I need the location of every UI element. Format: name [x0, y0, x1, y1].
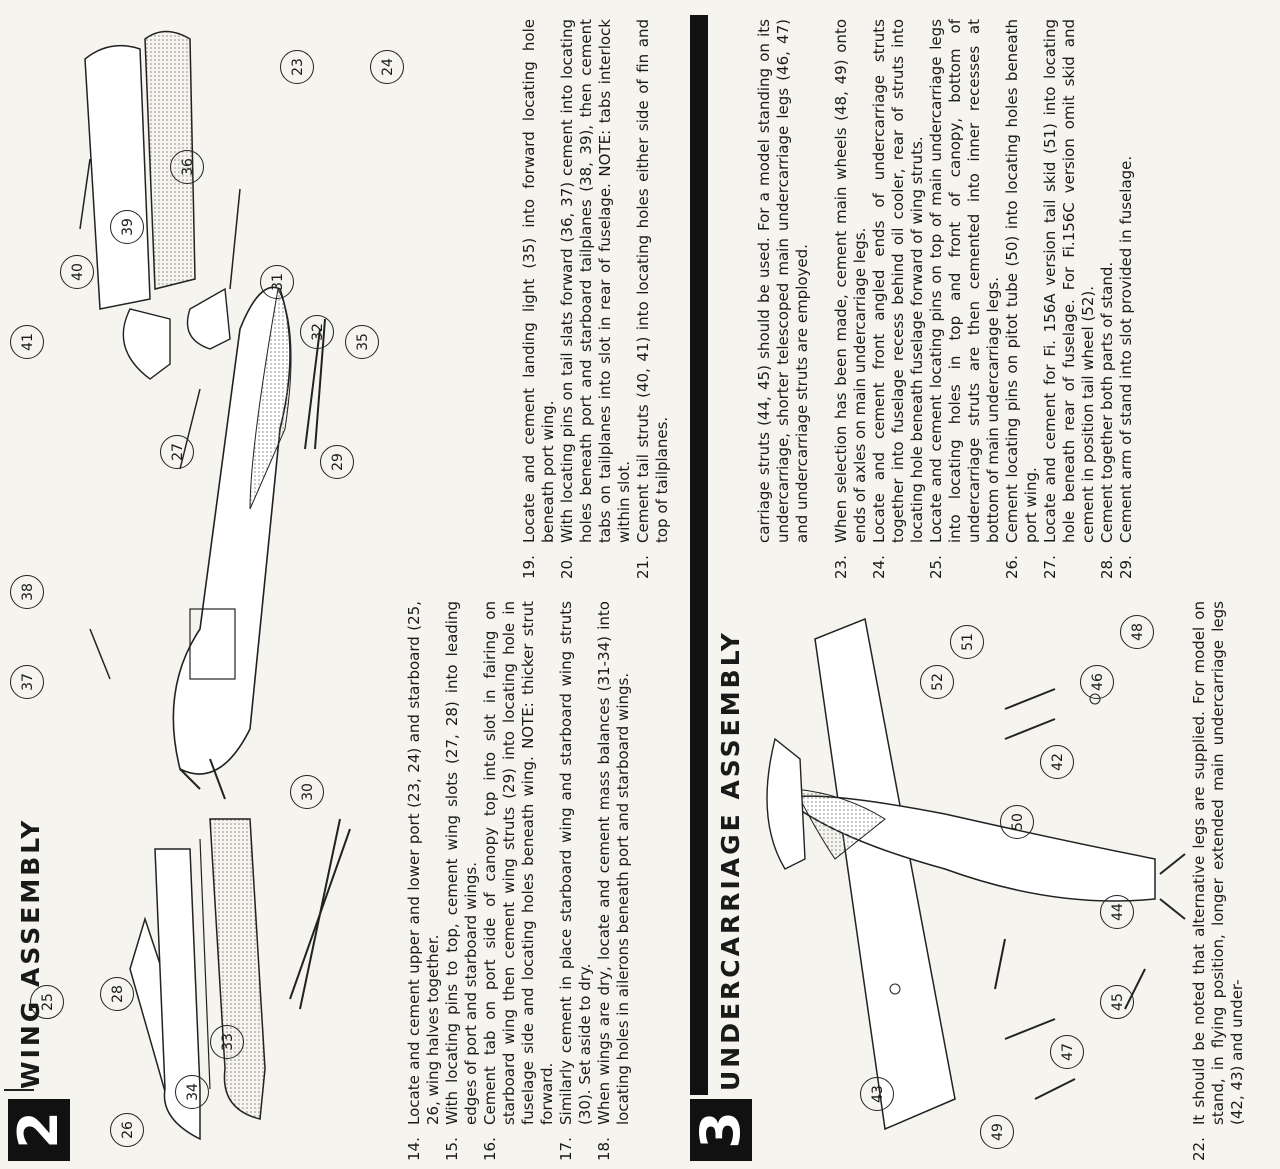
callout-29: 29 [320, 445, 354, 479]
undercarriage-drawing [766, 617, 1186, 1131]
callout-46: 46 [1080, 665, 1114, 699]
callout-36: 36 [170, 150, 204, 184]
callout-32: 32 [300, 315, 334, 349]
callout-49: 49 [980, 1115, 1014, 1149]
callout-24: 24 [370, 50, 404, 84]
undercarriage-heading-bar [690, 15, 708, 1095]
section-title-undercarriage: UNDERCARRIAGE ASSEMBLY [716, 630, 745, 1091]
step-28: 28.Cement together both parts of stand. [1098, 261, 1116, 579]
callout-26: 26 [110, 1113, 144, 1147]
callout-38: 38 [10, 575, 44, 609]
step-26: 26.Cement locating pins on pitot tube (5… [1003, 19, 1040, 579]
callout-44: 44 [1100, 895, 1134, 929]
step-22-continuation: carriage struts (44, 45) should be used.… [755, 19, 811, 543]
step-29: 29.Cement arm of stand into slot provide… [1117, 155, 1135, 579]
step-21: 21.Cement tail struts (40, 41) into loca… [634, 19, 671, 579]
section-number-3: 3 [689, 1099, 752, 1161]
wing-assembly-drawing [79, 30, 351, 1141]
starboard-wing-lower [209, 818, 266, 1120]
callout-28: 28 [100, 977, 134, 1011]
wing-steps-right: 19.Locate and cement landing light (35) … [520, 19, 672, 579]
step-16: 16.Cement tab on port side of canopy top… [481, 601, 556, 1161]
step-27: 27.Locate and cement for Fi. 156A versio… [1041, 19, 1097, 579]
step-17: 17.Similarly cement in place starboard w… [557, 601, 594, 1161]
callout-39: 39 [110, 210, 144, 244]
wing-steps-left: 14.Locate and cement upper and lower por… [405, 601, 633, 1161]
callout-37: 37 [10, 665, 44, 699]
callout-47: 47 [1050, 1035, 1084, 1069]
callout-48: 48 [1120, 615, 1154, 649]
callout-50: 50 [1000, 805, 1034, 839]
callout-43: 43 [860, 1077, 894, 1111]
step-24: 24.Locate and cement front angled ends o… [870, 19, 926, 579]
callout-51: 51 [950, 625, 984, 659]
undercarriage-steps-right: 23.When selection has been made, cement … [832, 19, 1136, 579]
callout-33: 33 [210, 1025, 244, 1059]
callout-40: 40 [60, 255, 94, 289]
callout-34: 34 [175, 1075, 209, 1109]
step-25: 25.Locate and cement locating pins on to… [927, 19, 1002, 579]
undercarriage-step-22: 22.It should be noted that alternative l… [1190, 601, 1247, 1161]
step-20: 20.With locating pins on tail slats forw… [558, 19, 633, 579]
step-15: 15.With locating pins to top, cement win… [443, 601, 480, 1161]
callout-30: 30 [290, 775, 324, 809]
heading-rule [4, 1089, 34, 1091]
callout-42: 42 [1040, 745, 1074, 779]
callout-35: 35 [345, 325, 379, 359]
callout-25: 25 [30, 985, 64, 1019]
section-title-wing: WING ASSEMBLY [16, 817, 45, 1089]
callout-41: 41 [10, 325, 44, 359]
step-14: 14.Locate and cement upper and lower por… [405, 601, 442, 1161]
step-19: 19.Locate and cement landing light (35) … [520, 19, 557, 579]
callout-31: 31 [260, 265, 294, 299]
step-23: 23.When selection has been made, cement … [832, 19, 869, 579]
step-18: 18.When wings are dry, locate and cement… [595, 601, 632, 1161]
callout-45: 45 [1100, 985, 1134, 1019]
step-22: 22.It should be noted that alternative l… [1190, 601, 1246, 1161]
callout-27: 27 [160, 435, 194, 469]
callout-23: 23 [280, 50, 314, 84]
callout-52: 52 [920, 665, 954, 699]
